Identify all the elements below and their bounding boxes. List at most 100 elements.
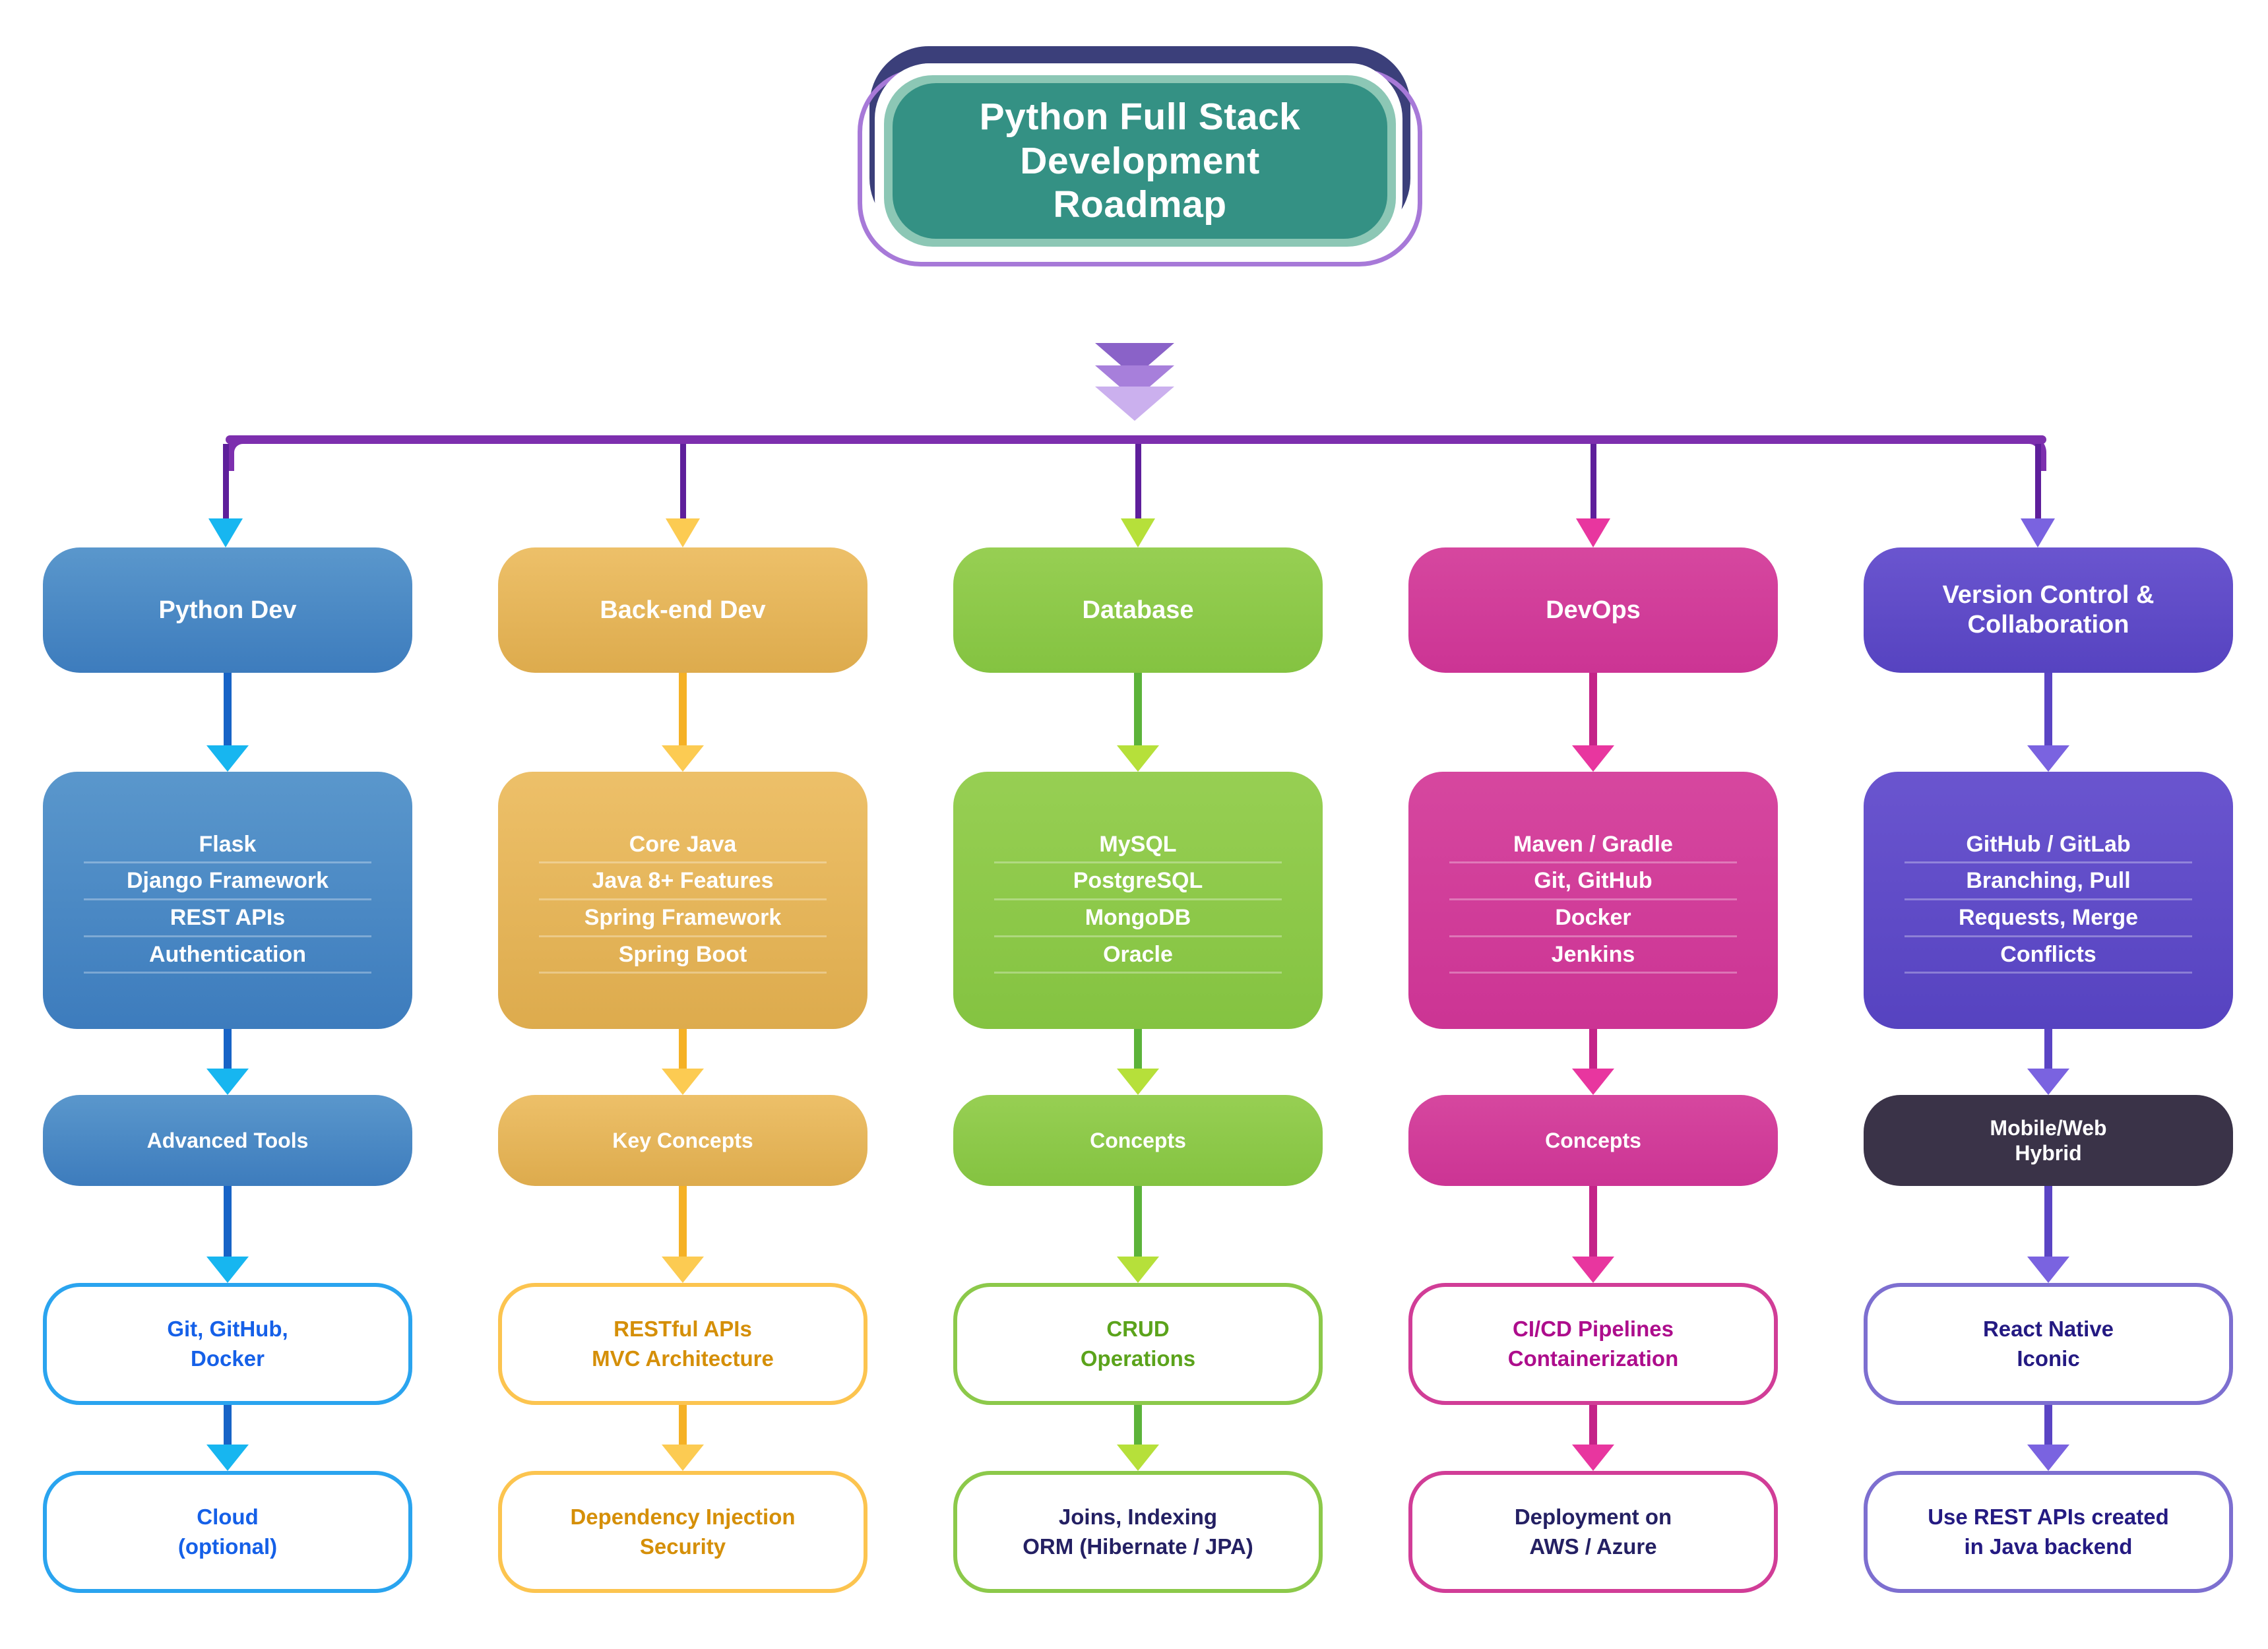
- column-header-python-dev[interactable]: Python Dev: [43, 547, 412, 673]
- list-item: MongoDB: [993, 900, 1282, 937]
- page-title: Python Full Stack Development Roadmap: [979, 95, 1301, 226]
- list-item: REST APIs: [83, 900, 372, 937]
- column-header-devops[interactable]: DevOps: [1408, 547, 1778, 673]
- flow-arrow-icon: [1572, 1029, 1614, 1095]
- concepts-box-database[interactable]: Concepts: [953, 1095, 1323, 1186]
- column-header-label: Database: [1082, 596, 1194, 624]
- flow-arrow-icon: [2027, 1186, 2069, 1283]
- concepts-label: Advanced Tools: [146, 1128, 309, 1152]
- flow-arrow-icon: [206, 1405, 249, 1471]
- concepts-label: Concepts: [1545, 1128, 1641, 1152]
- bus-drop-devops: [1591, 444, 1596, 518]
- list-item: Core Java: [538, 827, 827, 864]
- column-header-version-control[interactable]: Version Control & Collaboration: [1864, 547, 2233, 673]
- list-item: Authentication: [83, 937, 372, 974]
- list-item: Spring Boot: [538, 937, 827, 974]
- bus-drop-link-python-dev: [223, 444, 229, 518]
- step4-box-python-dev[interactable]: Git, GitHub, Docker: [43, 1283, 412, 1405]
- step4-label: React Native Iconic: [1982, 1317, 2114, 1371]
- list-item: PostgreSQL: [993, 863, 1282, 900]
- distribution-bus: [226, 435, 2046, 444]
- column-header-back-end-dev[interactable]: Back-end Dev: [498, 547, 867, 673]
- flow-arrow-icon: [662, 1405, 704, 1471]
- list-item: Oracle: [993, 937, 1282, 974]
- concepts-box-version-control[interactable]: Mobile/Web Hybrid: [1864, 1095, 2233, 1186]
- column-header-label: DevOps: [1546, 596, 1641, 624]
- bus-drop-link-version-control: [2035, 444, 2041, 518]
- step5-label: Use REST APIs created in Java backend: [1928, 1505, 2169, 1559]
- title-box: Python Full Stack Development Roadmap: [893, 83, 1387, 239]
- flow-arrow-icon: [1117, 673, 1159, 772]
- step4-label: CI/CD Pipelines Containerization: [1507, 1317, 1679, 1371]
- step4-label: Git, GitHub, Docker: [167, 1317, 288, 1371]
- column-header-label: Back-end Dev: [600, 596, 766, 624]
- concepts-label: Concepts: [1090, 1128, 1186, 1152]
- list-item: Docker: [1449, 900, 1738, 937]
- column-header-label: Version Control & Collaboration: [1942, 581, 2155, 638]
- list-item: MySQL: [993, 827, 1282, 864]
- bus-drop-database: [1135, 444, 1141, 518]
- step4-box-version-control[interactable]: React Native Iconic: [1864, 1283, 2233, 1405]
- list-item: Java 8+ Features: [538, 863, 827, 900]
- flow-arrow-icon: [1572, 1405, 1614, 1471]
- flow-arrow-icon: [1117, 1186, 1159, 1283]
- list-item: GitHub / GitLab: [1904, 827, 2193, 864]
- step4-label: CRUD Operations: [1080, 1317, 1196, 1371]
- column-version-control: Version Control & Collaboration GitHub /…: [1864, 0, 2233, 1649]
- list-item: Requests, Merge: [1904, 900, 2193, 937]
- flow-arrow-icon: [1117, 1029, 1159, 1095]
- step5-box-back-end-dev[interactable]: Dependency Injection Security: [498, 1471, 867, 1593]
- step5-box-python-dev[interactable]: Cloud (optional): [43, 1471, 412, 1593]
- list-item: Jenkins: [1449, 937, 1738, 974]
- flow-arrow-icon: [2027, 1405, 2069, 1471]
- flow-arrow-icon: [662, 673, 704, 772]
- column-header-label: Python Dev: [158, 596, 297, 624]
- list-item: Maven / Gradle: [1449, 827, 1738, 864]
- bus-arrowhead-python-dev: [208, 518, 243, 547]
- concepts-box-devops[interactable]: Concepts: [1408, 1095, 1778, 1186]
- step4-box-devops[interactable]: CI/CD Pipelines Containerization: [1408, 1283, 1778, 1405]
- step5-label: Cloud (optional): [177, 1505, 278, 1559]
- step4-box-back-end-dev[interactable]: RESTful APIs MVC Architecture: [498, 1283, 867, 1405]
- step5-box-database[interactable]: Joins, Indexing ORM (Hibernate / JPA): [953, 1471, 1323, 1593]
- flow-arrow-icon: [1572, 673, 1614, 772]
- flow-arrow-icon: [206, 1186, 249, 1283]
- flow-arrow-icon: [662, 1029, 704, 1095]
- column-header-database[interactable]: Database: [953, 547, 1323, 673]
- step5-box-version-control[interactable]: Use REST APIs created in Java backend: [1864, 1471, 2233, 1593]
- list-item: Git, GitHub: [1449, 863, 1738, 900]
- concepts-label: Key Concepts: [612, 1128, 753, 1152]
- flow-arrow-icon: [662, 1186, 704, 1283]
- step5-label: Joins, Indexing ORM (Hibernate / JPA): [1023, 1505, 1253, 1559]
- concepts-label: Mobile/Web Hybrid: [1990, 1115, 2107, 1165]
- bus-arrowhead-database: [1121, 518, 1155, 547]
- concepts-box-python-dev[interactable]: Advanced Tools: [43, 1095, 412, 1186]
- bus-arrowhead-back-end-dev: [666, 518, 700, 547]
- bus-drop-back-end-dev: [680, 444, 686, 518]
- list-item: Flask: [83, 827, 372, 864]
- flow-arrow-icon: [2027, 1029, 2069, 1095]
- flow-arrow-icon: [1117, 1405, 1159, 1471]
- bus-arrowhead-version-control: [2021, 518, 2055, 547]
- step4-box-database[interactable]: CRUD Operations: [953, 1283, 1323, 1405]
- trunk-arrow-icon: [1095, 343, 1174, 422]
- step4-label: RESTful APIs MVC Architecture: [592, 1317, 774, 1371]
- step5-label: Dependency Injection Security: [570, 1505, 796, 1559]
- roadmap-title-group: Python Full Stack Development Roadmap: [843, 46, 1437, 336]
- step5-box-devops[interactable]: Deployment on AWS / Azure: [1408, 1471, 1778, 1593]
- concepts-box-back-end-dev[interactable]: Key Concepts: [498, 1095, 867, 1186]
- list-item: Spring Framework: [538, 900, 827, 937]
- list-item: Branching, Pull: [1904, 863, 2193, 900]
- flow-arrow-icon: [1572, 1186, 1614, 1283]
- list-item: Conflicts: [1904, 937, 2193, 974]
